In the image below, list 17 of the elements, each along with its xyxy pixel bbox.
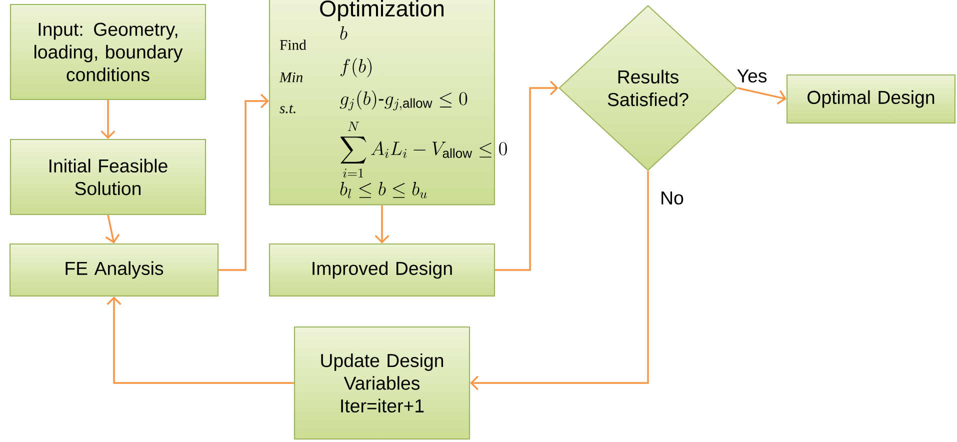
arrow bbox=[737, 87, 786, 104]
arrow bbox=[495, 80, 558, 271]
arrow bbox=[218, 94, 269, 271]
process-box: FE Analysis bbox=[9, 243, 219, 297]
process-box: Improved Design bbox=[268, 243, 496, 297]
arrow bbox=[105, 214, 120, 244]
arrow bbox=[106, 296, 294, 384]
edge-label: No bbox=[658, 190, 686, 206]
process-box: Optimization Find $b$ Min $f(b)$ s.t. $g_j(b)\text{-}g_{j,\mathrm{allow}} \le 0$ $\sum_{i=1}^{N} A_i L_i - V_{\mathrm{allow}} \le 0$ $b_l \le b \le b_u$ bbox=[268, 0, 507, 206]
process-box: Initial Feasible Solution bbox=[10, 138, 206, 216]
edge-label: Yes bbox=[735, 68, 769, 84]
arrow bbox=[100, 100, 116, 139]
arrow bbox=[374, 205, 390, 244]
process-box: Update Design Variables Iter=iter+1 bbox=[294, 326, 470, 440]
process-box: Optimal Design bbox=[786, 74, 956, 124]
arrow bbox=[470, 171, 649, 390]
process-box: Input: Geometry, loading, boundary conditions bbox=[10, 4, 206, 100]
